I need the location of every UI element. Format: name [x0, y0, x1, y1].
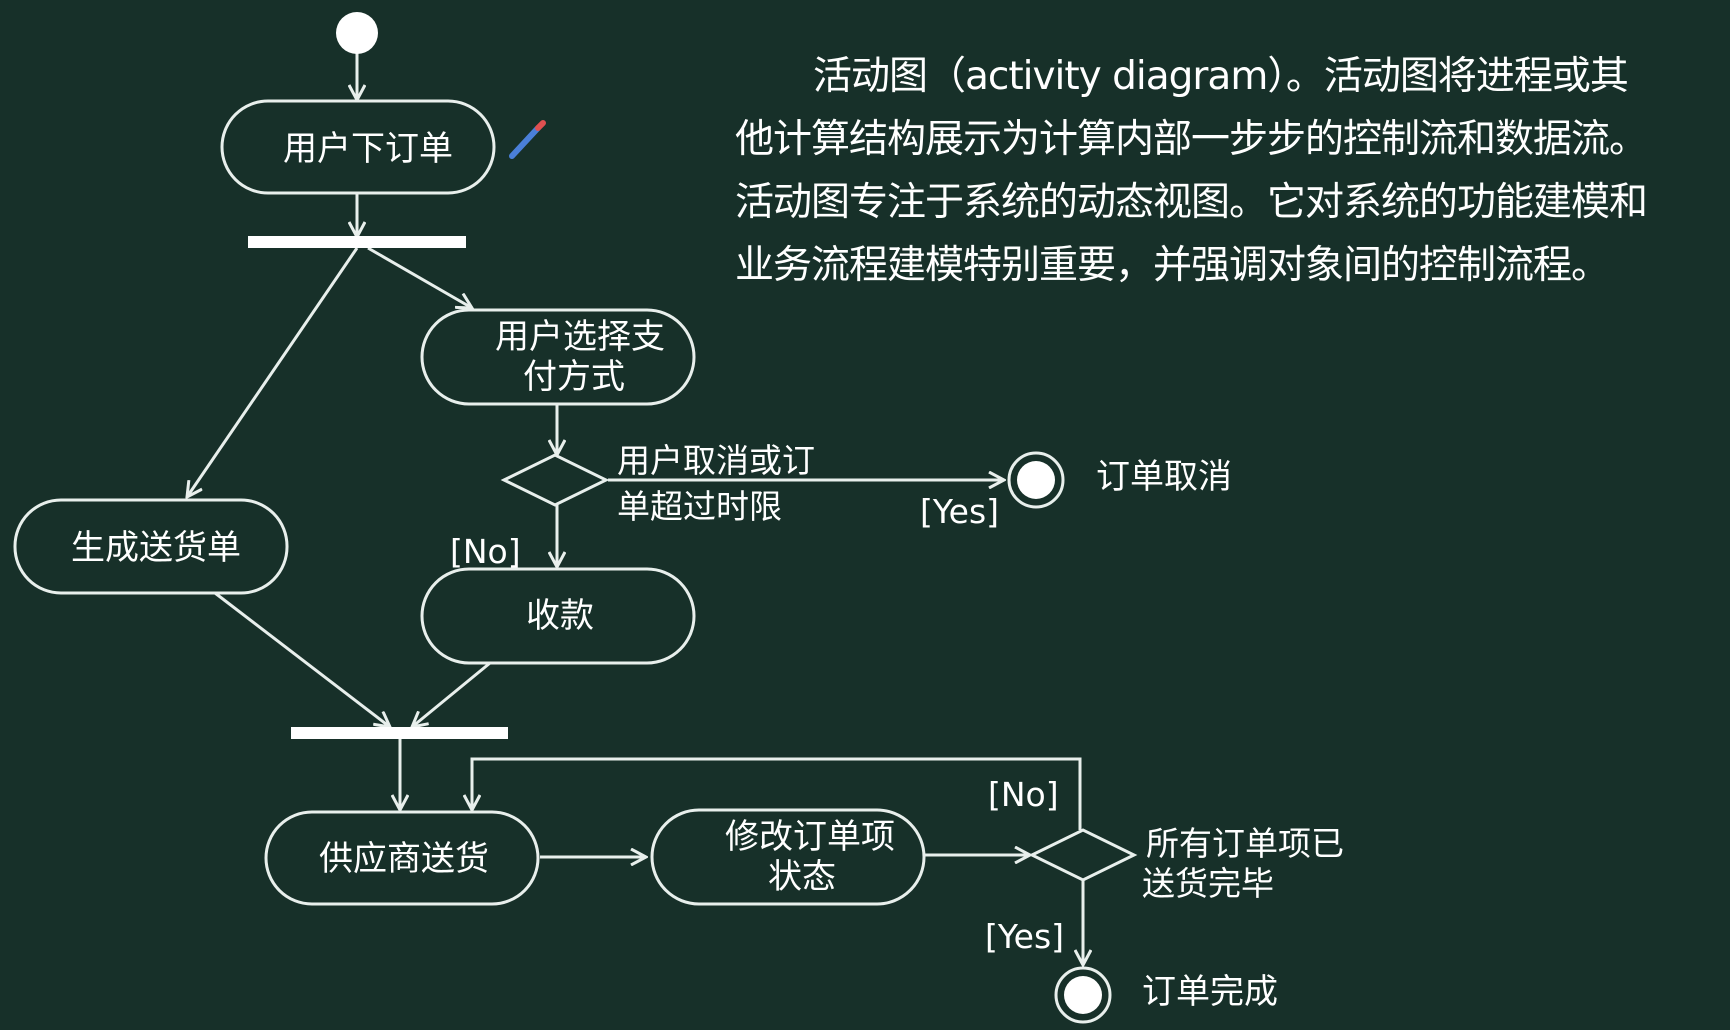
action-collect-payment	[420, 567, 696, 665]
final-node-complete	[1054, 966, 1112, 1024]
action-label: 收款	[526, 596, 594, 636]
final-label: 订单完成	[1142, 972, 1278, 1012]
final-node-cancel	[1007, 451, 1065, 509]
initial-node	[336, 12, 378, 54]
action-supplier-delivery	[264, 810, 540, 906]
fork-bar	[248, 236, 466, 248]
action-label: 生成送货单	[71, 528, 241, 568]
final-label: 订单取消	[1096, 457, 1232, 497]
edge-collect-to-join	[412, 661, 491, 727]
action-label: 修改订单项	[725, 817, 895, 857]
final-node-cancel-dot	[1017, 461, 1055, 499]
pencil-icon	[509, 120, 546, 159]
decision-delivered	[1028, 828, 1138, 882]
action-update-status	[650, 808, 926, 906]
description-line: 活动图专注于系统的动态视图。它对系统的功能建模和	[735, 180, 1648, 225]
edge-loop-no	[472, 757, 1082, 830]
action-label: 付方式	[523, 357, 625, 397]
guard-no: [No]	[988, 775, 1059, 814]
action-gen-delivery	[13, 498, 289, 595]
decision-condition: 用户取消或订	[617, 441, 815, 480]
action-label: 状态	[768, 857, 836, 897]
guard-yes: [Yes]	[985, 917, 1064, 956]
decision-condition: 单超过时限	[617, 487, 782, 526]
edge-fork-to-gen-delivery	[187, 247, 359, 497]
action-choose-payment	[420, 308, 696, 406]
description-line: 他计算结构展示为计算内部一步步的控制流和数据流。	[735, 117, 1648, 162]
edge-gen-delivery-to-join	[214, 591, 390, 727]
guard-yes: [Yes]	[920, 492, 999, 531]
join-bar	[291, 727, 508, 739]
edge-fork-to-choose-payment	[367, 246, 472, 308]
action-label: 用户下订单	[283, 129, 453, 169]
guard-no: [No]	[450, 532, 521, 571]
decision-condition: 送货完毕	[1142, 864, 1274, 903]
description-text: 活动图（activity diagram）。活动图将进程或其 他计算结构展示为计…	[735, 45, 1720, 297]
decision-condition: 所有订单项已	[1146, 824, 1344, 863]
description-line: 业务流程建模特别重要，并强调对象间的控制流程。	[735, 243, 1610, 288]
edges	[187, 52, 1083, 965]
description-line: 活动图（activity diagram）。活动图将进程或其	[813, 54, 1629, 99]
action-place-order	[220, 99, 496, 195]
action-label: 用户选择支	[495, 317, 665, 357]
decision-cancel	[500, 453, 610, 507]
final-node-complete-dot	[1064, 976, 1102, 1014]
action-label: 供应商送货	[319, 839, 489, 879]
